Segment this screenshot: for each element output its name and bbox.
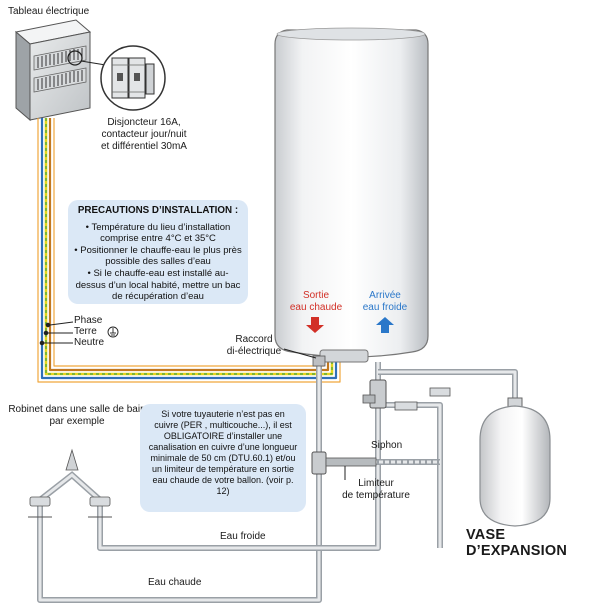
wire-phase-label: Phase (74, 315, 103, 326)
earth-icon (107, 326, 119, 338)
expansion-vessel-label: VASE D’EXPANSION (466, 527, 568, 559)
expansion-vessel (479, 397, 551, 527)
eau-chaude-label: Eau chaude (148, 577, 202, 588)
cold-inlet-arrow-icon (376, 317, 394, 333)
tap-fixture (28, 448, 112, 540)
copper-notice: Si votre tuyauterie n’est pas en cuivre … (140, 404, 306, 512)
wire-terre-label: Terre (74, 326, 97, 337)
wire-neutre-label: Neutre (74, 337, 105, 348)
temperature-limiter (311, 451, 377, 475)
dielectric-fitting (312, 355, 326, 367)
limiteur-label: Limiteur de température (342, 478, 410, 501)
precaution-item: • Température du lieu d’installation com… (85, 221, 231, 245)
raccord-label: Raccord di-électrique (226, 334, 282, 357)
hot-outlet-label: Sortie eau chaude (289, 290, 343, 313)
precaution-item: • Positionner le chauffe-eau le plus prè… (74, 244, 242, 268)
breaker-detail (100, 45, 166, 111)
precautions-box: PRECAUTIONS D’INSTALLATION : • Températu… (68, 200, 248, 304)
precautions-title: PRECAUTIONS D’INSTALLATION : (77, 205, 239, 216)
electrical-cable (37, 118, 341, 383)
siphon-label: Siphon (371, 440, 403, 451)
safety-group (362, 379, 451, 411)
electrical-panel (14, 19, 92, 122)
tap-label: Robinet dans une salle de bain par exemp… (8, 404, 146, 427)
eau-froide-label: Eau froide (220, 531, 266, 542)
wiring-leaders (39, 321, 74, 346)
water-heater-tank (274, 27, 429, 363)
hot-outlet-arrow-icon (306, 317, 324, 333)
precaution-item: • Si le chauffe-eau est installé au-dess… (75, 267, 241, 303)
panel-title: Tableau électrique (8, 6, 90, 17)
cold-inlet-label: Arrivée eau froide (362, 290, 408, 313)
breaker-caption: Disjoncteur 16A, contacteur jour/nuit et… (101, 117, 187, 152)
